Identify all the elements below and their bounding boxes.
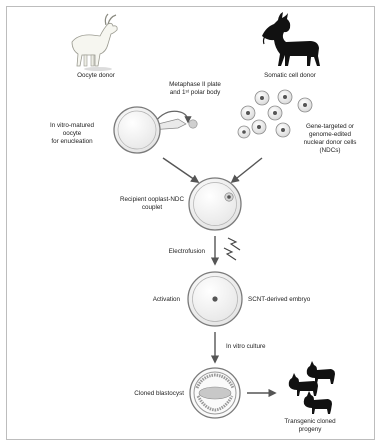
ndc-label-line4: (NDCs): [319, 146, 341, 154]
transgenic-progeny-label: Transgenic cloned progeny: [274, 418, 346, 434]
metaphase-label: Metaphase II plate and 1ˢᵗ polar body: [155, 81, 235, 97]
oocyte-donor-label: Oocyte donor: [77, 72, 115, 79]
metaphase-label-line2: and 1ˢᵗ polar body: [169, 88, 221, 96]
blastocyst-cell: [189, 367, 241, 419]
somatic-cell-donor-label: Somatic cell donor: [264, 72, 316, 79]
black-goat-kids-icon: [288, 361, 335, 414]
scnt-embryo-cell: [187, 271, 243, 327]
in-vitro-oocyte-label: In vitro-matured oocyte for enucleation: [36, 122, 108, 146]
black-goat-icon: [262, 12, 320, 66]
activation-label: Activation: [152, 296, 180, 303]
scnt-embryo-label: SCNT-derived embryo: [248, 296, 311, 303]
polar-body: [188, 119, 198, 129]
in-vitro-culture-label: In vitro culture: [226, 343, 266, 350]
couplet-label-line1: Recipient ooplast-NDC: [119, 196, 185, 203]
in-vitro-oocyte-line2: oocyte: [62, 129, 82, 137]
transgenic-progeny-line1: Transgenic cloned: [284, 418, 336, 425]
nuclear-donor-cells: [237, 89, 313, 139]
couplet-label-line2: couplet: [141, 203, 163, 211]
transgenic-progeny-line2: progeny: [298, 425, 322, 433]
arrow-oocyte-to-couplet: [162, 157, 200, 183]
enucleation-arrow: [151, 110, 192, 127]
ndc-label-line2: genome-edited: [308, 130, 351, 138]
ndc-label-line1: Gene-targeted or: [306, 123, 354, 130]
arrow-ndc-to-couplet: [230, 157, 263, 184]
couplet-label: Recipient ooplast-NDC couplet: [112, 196, 192, 212]
ndc-label: Gene-targeted or genome-edited nuclear d…: [290, 123, 370, 154]
lightning-bolt-icon: [223, 237, 241, 261]
white-goat-icon: [71, 13, 118, 71]
ndc-label-line3: nuclear donor cells: [303, 138, 357, 146]
metaphase-label-line1: Metaphase II plate: [169, 81, 221, 88]
in-vitro-oocyte-line3: for enucleation: [51, 137, 93, 145]
electrofusion-label: Electrofusion: [168, 248, 205, 255]
couplet-cell: [188, 177, 242, 231]
in-vitro-oocyte-line1: In vitro-matured: [49, 122, 95, 129]
cloned-blastocyst-label: Cloned blastocyst: [134, 390, 184, 397]
oocyte-cell: [113, 106, 161, 154]
